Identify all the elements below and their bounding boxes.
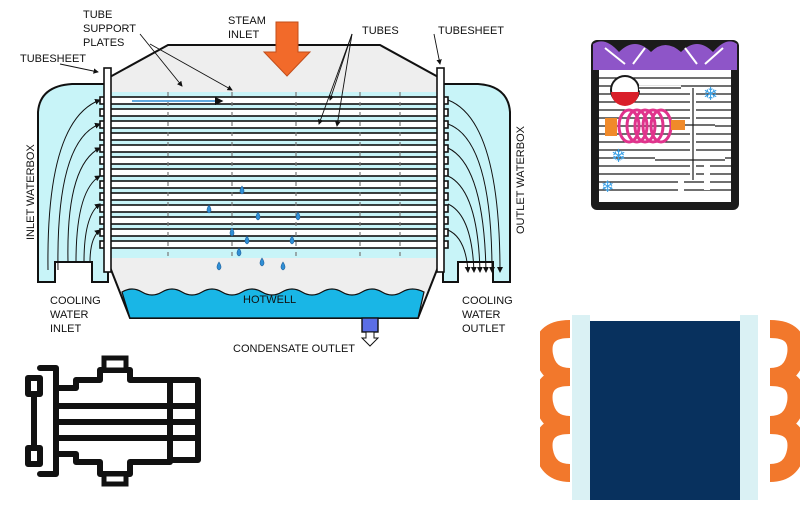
outlet-waterbox [442, 83, 511, 283]
valve-left-icon [605, 118, 617, 136]
condensate-droplets [206, 185, 301, 271]
cooling-flow-arrows-outlet [447, 99, 503, 273]
left-pipe-loops [534, 320, 571, 482]
label-tubes: TUBES [362, 25, 399, 37]
svg-text:❄: ❄ [601, 179, 614, 196]
label-condensate-outlet: CONDENSATE OUTLET [233, 343, 355, 355]
right-edge-plate [740, 315, 758, 500]
refrigeration-unit-icon: ❄ ❄ ❄ [585, 30, 745, 215]
heat-sink-icon [534, 315, 800, 500]
hotwell-water [121, 288, 425, 319]
tank-fluid [611, 92, 639, 106]
label-tube-support-plates-3: PLATES [83, 37, 124, 49]
radiator-panel [590, 321, 740, 500]
coil-icon [617, 108, 673, 144]
label-tubesheet-left: TUBESHEET [20, 53, 86, 65]
tubesheet-left [103, 67, 112, 273]
freezer-top-vent [593, 41, 737, 70]
label-cooling-outlet-3: OUTLET [462, 323, 506, 335]
leader-lines [59, 33, 442, 127]
label-cooling-outlet-2: WATER [462, 309, 501, 321]
label-steam-inlet-2: INLET [228, 29, 259, 41]
tubesheet-right [436, 67, 445, 273]
label-cooling-inlet-1: COOLING [50, 295, 101, 307]
surface-condenser-diagram: TUBE SUPPORT PLATES TUBESHEET STEAM INLE… [0, 0, 540, 360]
label-tubesheet-right: TUBESHEET [438, 25, 504, 37]
snowflake-icons: ❄ ❄ ❄ [601, 84, 718, 196]
svg-text:❄: ❄ [611, 146, 626, 166]
label-cooling-inlet-2: WATER [50, 309, 89, 321]
cooling-flow-arrows-inlet [47, 98, 101, 271]
label-cooling-outlet-1: COOLING [462, 295, 513, 307]
label-steam-inlet-1: STEAM [228, 15, 266, 27]
condensate-outlet-pipe [361, 317, 379, 333]
svg-text:❄: ❄ [703, 84, 718, 104]
label-hotwell: HOTWELL [243, 294, 296, 306]
left-edge-plate [572, 315, 590, 500]
freezer-vent-lines [604, 47, 724, 65]
label-outlet-waterbox: OUTLET WATERBOX [515, 125, 527, 234]
label-tube-support-plates-1: TUBE [83, 9, 112, 21]
valve-icon [671, 120, 685, 130]
right-pipe-loops [769, 320, 800, 482]
shell-and-tube-exchanger-icon [20, 350, 205, 490]
label-inlet-waterbox: INLET WATERBOX [25, 144, 37, 240]
inlet-waterbox [37, 83, 109, 283]
label-tube-support-plates-2: SUPPORT [83, 23, 136, 35]
label-cooling-inlet-3: INLET [50, 323, 81, 335]
tube-support-plates [167, 92, 401, 258]
condensate-outlet-arrow [360, 331, 380, 347]
steam-inlet-arrow [262, 21, 312, 77]
